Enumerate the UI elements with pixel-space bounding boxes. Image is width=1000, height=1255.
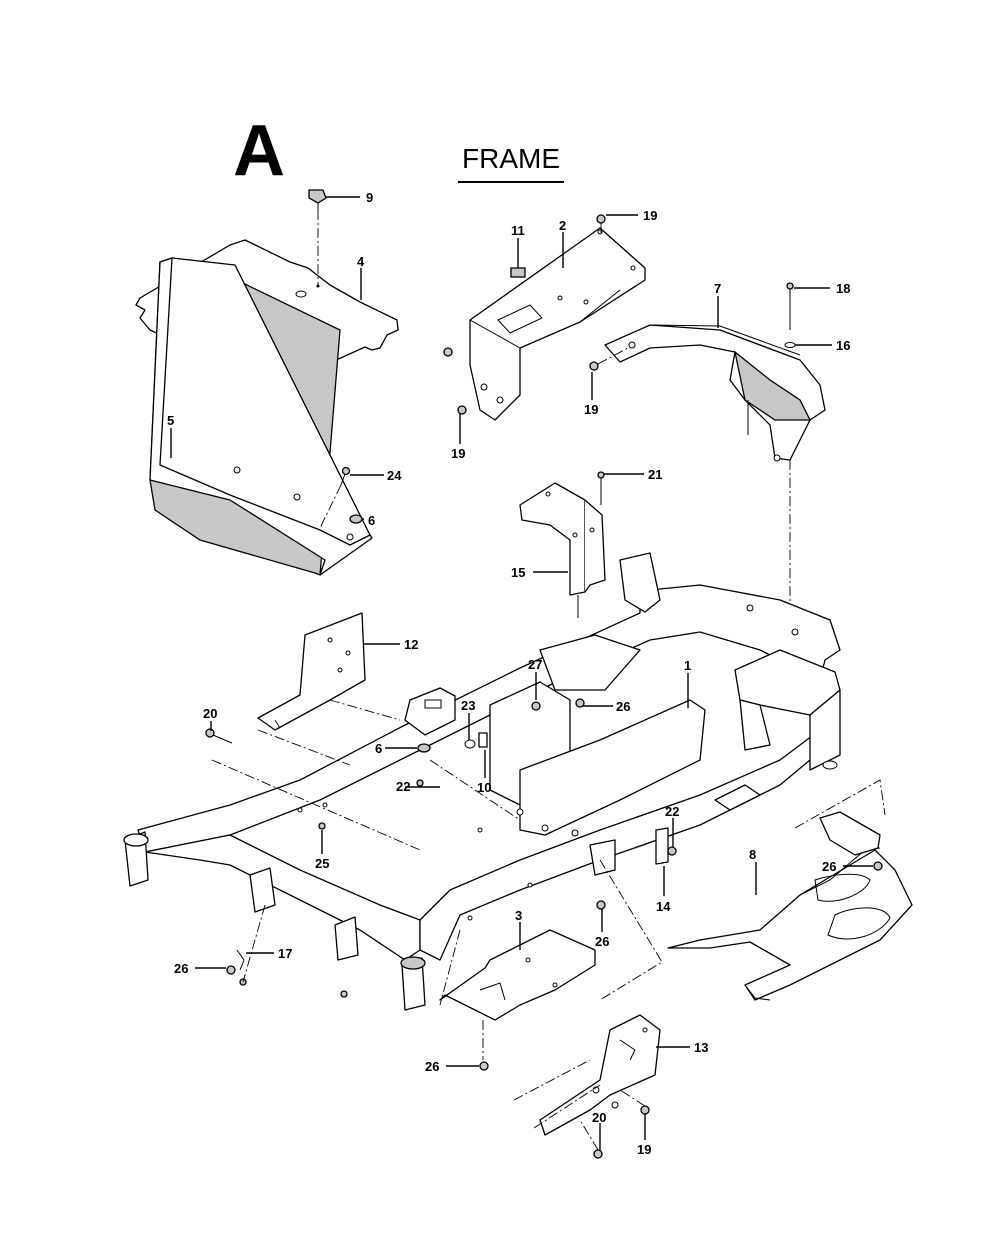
part-25-bolt xyxy=(318,822,326,830)
part-18-pin xyxy=(786,282,794,330)
callout-20-lower: 20 xyxy=(592,1110,606,1125)
part-1-main-frame xyxy=(123,552,841,1011)
part-19-bolt-bracket xyxy=(640,1105,650,1115)
part-22-bolt-right xyxy=(667,846,677,856)
callout-2: 2 xyxy=(559,218,566,233)
part-15-bracket xyxy=(519,482,606,618)
callout-24: 24 xyxy=(387,468,402,483)
part-6-bumper-lower xyxy=(417,743,431,753)
callout-11: 11 xyxy=(511,223,525,238)
part-11-clip xyxy=(510,267,526,278)
section-letter: A xyxy=(233,111,285,191)
part-7-fender xyxy=(604,324,826,462)
part-16-washer xyxy=(784,342,796,348)
callout-labels: 9 4 11 2 19 7 18 16 19 19 5 24 6 21 15 1… xyxy=(167,190,850,1157)
part-8-skid-plate xyxy=(667,811,913,1001)
part-26-nut-plate xyxy=(479,1061,489,1071)
callout-12: 12 xyxy=(404,637,418,652)
callout-8: 8 xyxy=(749,847,756,862)
part-26-nut-skid xyxy=(873,861,883,871)
callout-3: 3 xyxy=(515,908,522,923)
part-20-bolt-lower xyxy=(579,1119,603,1159)
part-26-nut-left xyxy=(226,965,247,986)
callout-20-left: 20 xyxy=(203,706,217,721)
part-21-bolt xyxy=(597,471,605,505)
callout-27: 27 xyxy=(528,657,542,672)
callout-23: 23 xyxy=(461,698,475,713)
callout-5: 5 xyxy=(167,413,174,428)
callout-9: 9 xyxy=(366,190,373,205)
callout-22-left: 22 xyxy=(396,779,410,794)
callout-22-right: 22 xyxy=(665,804,679,819)
part-19-bolt-left xyxy=(443,347,453,357)
part-17-pin xyxy=(236,949,245,971)
part-14-bracket xyxy=(655,827,669,865)
callout-19-top: 19 xyxy=(643,208,657,223)
part-12-side-panel xyxy=(257,612,366,731)
callout-17: 17 xyxy=(278,946,292,961)
callout-19-bracket: 19 xyxy=(637,1142,651,1157)
callout-19-fender: 19 xyxy=(584,402,598,417)
callout-13: 13 xyxy=(694,1040,708,1055)
part-26-nut-front xyxy=(340,990,348,998)
part-19-bolt-fender xyxy=(589,361,599,371)
callout-10: 10 xyxy=(477,780,491,795)
part-23-plug xyxy=(464,739,476,749)
part-2-control-panel xyxy=(469,227,646,421)
callout-26-rear: 26 xyxy=(616,699,630,714)
callout-16: 16 xyxy=(836,338,850,353)
callout-14: 14 xyxy=(656,899,671,914)
part-6-bumper xyxy=(349,514,363,524)
callout-26-mid: 26 xyxy=(595,934,609,949)
callout-6-lower: 6 xyxy=(375,741,382,756)
part-27-nut xyxy=(531,701,541,711)
part-22-bolt xyxy=(416,779,424,787)
part-24-bolt xyxy=(340,466,351,486)
callout-leaders xyxy=(170,196,873,1150)
part-26-nut-mid xyxy=(596,900,606,910)
page-title: FRAME xyxy=(462,143,560,174)
callout-25: 25 xyxy=(315,856,329,871)
callout-1: 1 xyxy=(684,658,691,673)
part-9-knob xyxy=(308,189,327,210)
callout-26-left: 26 xyxy=(174,961,188,976)
callout-26-skid: 26 xyxy=(822,859,836,874)
part-26-nut-rear xyxy=(575,698,585,708)
part-19-bolt-lower xyxy=(457,405,467,415)
callout-4: 4 xyxy=(357,254,365,269)
part-10-clip xyxy=(478,732,488,748)
callout-26-plate: 26 xyxy=(425,1059,439,1074)
part-20-bolt xyxy=(205,728,233,744)
callout-15: 15 xyxy=(511,565,525,580)
callout-6-upper: 6 xyxy=(368,513,375,528)
part-3-plate xyxy=(439,929,596,1021)
part-5-seat-pan xyxy=(149,257,373,576)
callout-21: 21 xyxy=(648,467,662,482)
callout-19-panel: 19 xyxy=(451,446,465,461)
callout-18: 18 xyxy=(836,281,850,296)
callout-7: 7 xyxy=(714,281,721,296)
part-19-nut xyxy=(596,214,606,224)
